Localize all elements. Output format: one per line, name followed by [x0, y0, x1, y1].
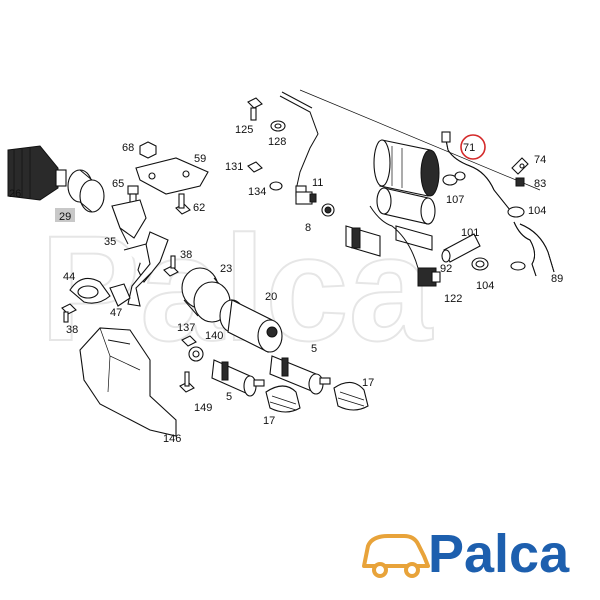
car-logo-icon: [362, 534, 430, 578]
callout-89: 89: [551, 273, 563, 285]
callout-137: 137: [177, 322, 195, 334]
callout-65: 65: [112, 178, 124, 190]
callout-35: 35: [104, 236, 116, 248]
part-74-bracket: [511, 157, 529, 175]
callout-62: 62: [193, 202, 205, 214]
callout-74: 74: [534, 154, 546, 166]
callout-146: 146: [163, 433, 181, 445]
highlight-circle-71: [460, 134, 486, 160]
part-101-hose: [441, 233, 481, 263]
part-pump-upper: [345, 225, 433, 257]
part-134-washer: [269, 181, 283, 191]
part-137-nut: [181, 335, 197, 347]
callout-92: 92: [440, 263, 452, 275]
callout-122: 122: [444, 293, 462, 305]
part-125-bolt: [247, 97, 263, 121]
part-5-pump-left: [211, 359, 265, 397]
part-89-pipe: [510, 221, 555, 277]
callout-104-lower: 104: [476, 280, 494, 292]
callout-107: 107: [446, 194, 464, 206]
part-8-ring: [321, 203, 335, 217]
part-128-washer: [270, 120, 286, 132]
callout-83: 83: [534, 178, 546, 190]
label-box-29: [55, 208, 75, 222]
callout-149: 149: [194, 402, 212, 414]
callout-134: 134: [248, 186, 266, 198]
part-122-sensor: [417, 267, 441, 287]
part-26-boot: [7, 145, 67, 201]
part-149-bolt: [179, 371, 195, 393]
part-29-ring: [67, 169, 105, 213]
guide-line: [299, 89, 541, 191]
part-17-clamp-right: [333, 381, 369, 411]
part-38-bolt-upper: [163, 255, 179, 277]
callout-11: 11: [312, 177, 323, 189]
callout-38-lower: 38: [66, 324, 78, 336]
part-20-filter: [219, 299, 283, 353]
callout-44: 44: [63, 271, 75, 283]
callout-26: 26: [9, 188, 21, 200]
part-5-pump-right: [269, 355, 331, 395]
part-62-bolt: [175, 193, 191, 215]
part-68-nut: [139, 141, 157, 159]
callout-101: 101: [461, 227, 479, 239]
part-accumulator: [373, 139, 440, 197]
fuel-line: [369, 205, 419, 269]
callout-17-right: 17: [362, 377, 374, 389]
part-17-clamp-left: [265, 385, 301, 413]
part-44-clamp: [69, 277, 111, 304]
callout-68: 68: [122, 142, 134, 154]
callout-128: 128: [268, 136, 286, 148]
callout-125: 125: [235, 124, 253, 136]
part-canister: [376, 187, 436, 225]
callout-29: 29: [59, 211, 71, 223]
callout-38-upper: 38: [180, 249, 192, 261]
part-83-screw: [515, 177, 525, 187]
part-71-hose: [441, 131, 511, 211]
callout-131: 131: [225, 161, 243, 173]
part-38-bolt-lower: [61, 303, 77, 323]
callout-47: 47: [110, 307, 122, 319]
part-140-washer: [188, 346, 204, 362]
callout-104-upper: 104: [528, 205, 546, 217]
part-11-fitting: [295, 191, 317, 205]
callout-23: 23: [220, 263, 232, 275]
part-65-screw: [127, 185, 139, 207]
feed-pipe: [279, 95, 319, 191]
callout-5-right: 5: [311, 343, 317, 355]
callout-8: 8: [305, 222, 311, 234]
part-104-clamp-lower: [471, 257, 489, 271]
logo-text: Palca: [428, 524, 570, 582]
part-59-bracket: [135, 157, 209, 195]
part-107-clamps: [442, 171, 466, 186]
callout-5-left: 5: [226, 391, 232, 403]
part-131-nut: [247, 161, 263, 173]
part-146-cover: [79, 327, 177, 437]
part-47-strap: [109, 283, 131, 307]
callout-71: 71: [463, 142, 475, 154]
callout-59: 59: [194, 153, 206, 165]
callout-17-left: 17: [263, 415, 275, 427]
callout-140: 140: [205, 330, 223, 342]
part-104-clamp-upper: [507, 206, 525, 218]
callout-labels: 125 128 131 134 11 8 68 59 65 62 26 29 3…: [9, 124, 563, 445]
palca-logo: Palca: [362, 524, 570, 582]
part-35-bracket: [111, 199, 169, 307]
callout-20: 20: [265, 291, 277, 303]
